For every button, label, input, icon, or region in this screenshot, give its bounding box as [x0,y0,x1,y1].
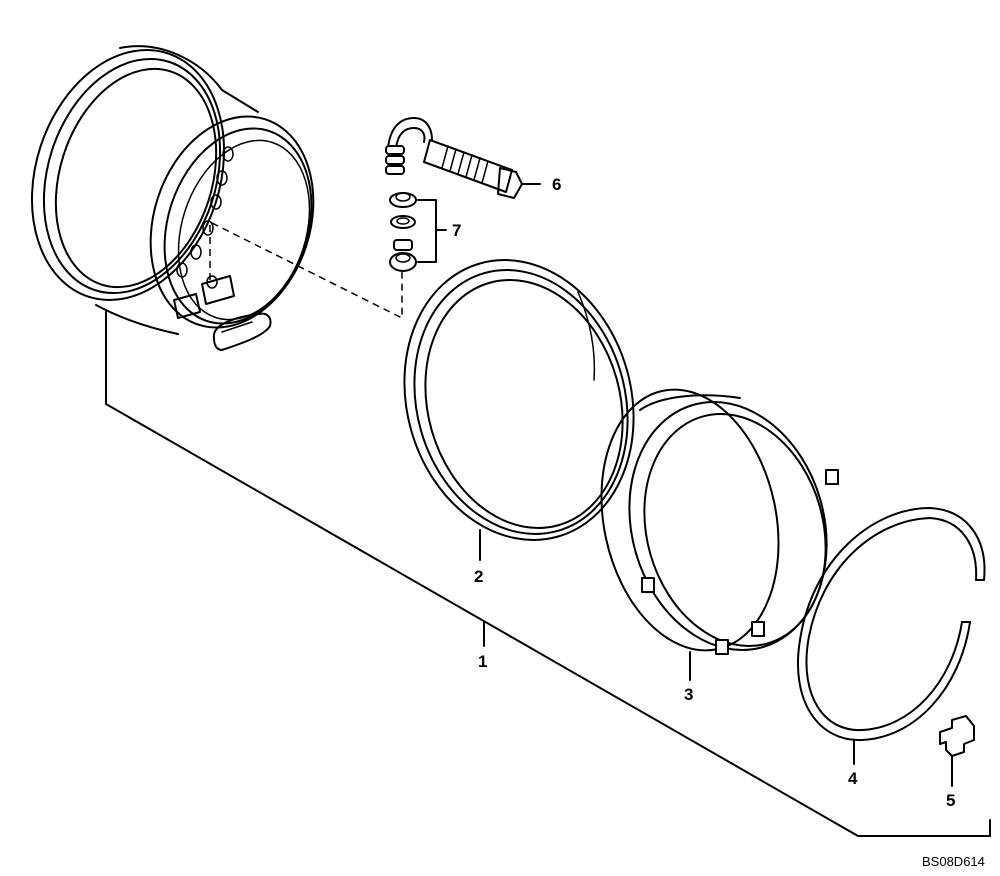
rim-base [30,45,403,351]
callout-3: 3 [684,685,693,704]
bead-seat-band [600,388,839,681]
callout-5: 5 [946,791,955,810]
valve-nut-washer [389,192,447,272]
drawing-code: BS08D614 [922,854,985,869]
driver-key [939,715,975,787]
side-ring [403,259,635,561]
assembly-bracket-line [105,311,991,837]
callout-2: 2 [474,567,483,586]
lock-ring [797,507,986,765]
callout-6: 6 [552,175,561,194]
callout-7: 7 [452,221,461,240]
callout-1: 1 [478,652,487,671]
valve-stem [385,117,541,199]
callout-4: 4 [848,769,858,788]
